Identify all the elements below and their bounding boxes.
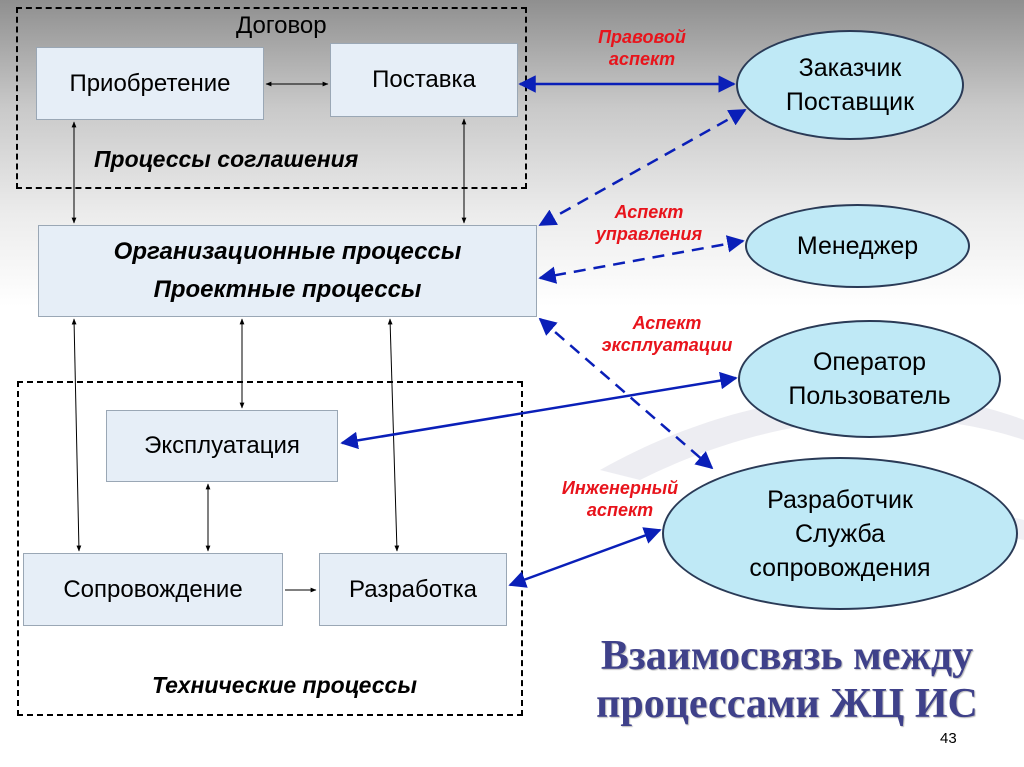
acquisition-box: Приобретение xyxy=(36,47,264,120)
operation-box: Эксплуатация xyxy=(106,410,338,482)
supplier-label: Поставщик xyxy=(785,88,915,116)
engineering-aspect-arrow xyxy=(508,527,662,588)
agreement-processes-label: Процессы соглашения xyxy=(94,146,359,172)
org-developer-dashed-arrow xyxy=(538,317,714,470)
technical-processes-label: Технические процессы xyxy=(152,672,417,698)
project-processes-label: Проектные процессы xyxy=(153,276,422,303)
customer-supplier-ellipse: Заказчик Поставщик xyxy=(736,30,964,140)
user-label: Пользователь xyxy=(788,382,951,410)
page-number: 43 xyxy=(940,730,957,747)
developer-label: Разработчик xyxy=(767,485,913,514)
legal-aspect-label: Правовой аспект xyxy=(598,27,686,69)
customer-label: Заказчик xyxy=(798,54,902,82)
supply-box: Поставка xyxy=(330,43,518,117)
contract-label: Договор xyxy=(236,12,327,39)
maintenance-label: Сопровождение xyxy=(63,575,243,603)
development-label: Разработка xyxy=(349,575,477,603)
manager-ellipse: Менеджер xyxy=(745,204,970,288)
organizational-processes-box: Организационные процессы Проектные проце… xyxy=(38,225,537,317)
supply-label: Поставка xyxy=(372,66,476,93)
engineering-aspect-label: Инженерный аспект xyxy=(561,478,679,520)
customer-org-dashed-arrow xyxy=(538,108,747,227)
operation-label: Эксплуатация xyxy=(144,432,300,459)
development-box: Разработка xyxy=(319,553,507,626)
operation-aspect-arrow xyxy=(340,371,738,450)
acquisition-label: Приобретение xyxy=(69,69,231,97)
manager-org-dashed-arrow xyxy=(538,235,745,284)
slide-title-line1: Взаимосвязь между xyxy=(600,633,974,679)
manager-label: Менеджер xyxy=(796,232,919,260)
slide-title-line2: процессами ЖЦ ИС xyxy=(596,681,978,727)
operator-label: Оператор xyxy=(812,348,927,376)
agreement-processes-group xyxy=(16,7,527,189)
org-maintenance-arrow xyxy=(71,318,82,552)
maintenance-box: Сопровождение xyxy=(23,553,283,626)
slide-title: Взаимосвязь между процессами ЖЦ ИС xyxy=(572,632,1002,728)
organizational-processes-label: Организационные процессы xyxy=(113,238,462,265)
maintenance-service-label: сопровождения xyxy=(749,553,931,582)
operator-user-ellipse: Оператор Пользователь xyxy=(738,320,1001,438)
developer-support-ellipse: Разработчик Служба сопровождения xyxy=(662,457,1018,610)
support-label: Служба xyxy=(794,519,886,548)
